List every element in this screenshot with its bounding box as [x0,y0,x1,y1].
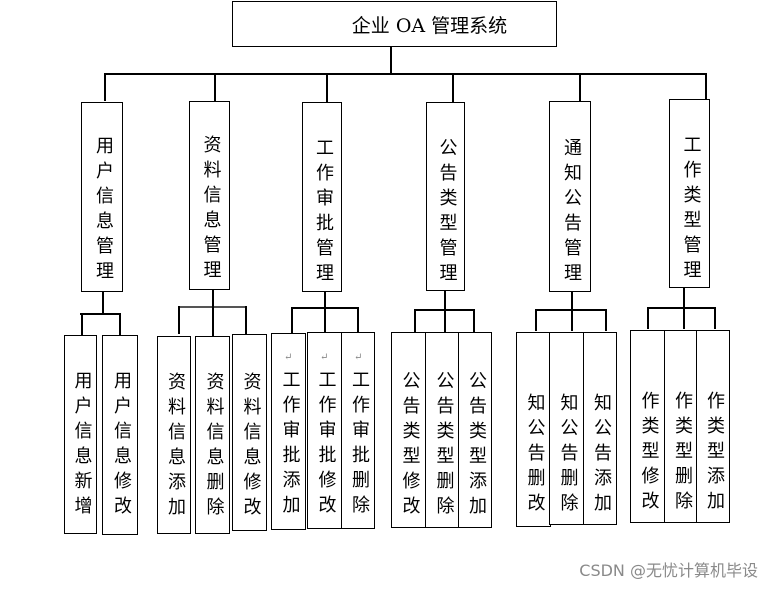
module-document-info: 资料信息管理 [189,101,230,290]
m1-c1 [81,313,83,335]
m2-c1 [178,306,180,334]
leaf-user-add: 用户信息新增 [64,335,97,534]
m2-drop [212,289,214,307]
return-mark-icon: ↵ [320,352,329,363]
leaf-approval-edit: ↵ 工作审批修改 [307,332,342,529]
m4-c1 [414,309,416,332]
module-label: 公告类型管理 [436,138,458,288]
m3-c3 [357,307,359,333]
leaf-label: 知公告删改 [524,393,546,518]
root-label: 企业 OA 管理系统 [351,14,508,37]
m1-drop [102,292,104,314]
leaf-notice-add: 知公告添加 [583,332,617,525]
module-notice: 通知公告管理 [549,101,591,292]
leaf-label: 用户信息修改 [111,371,132,521]
leaf-label: 公告类型添加 [466,371,487,521]
m2-bus [178,306,245,308]
m5-drop [571,291,573,309]
leaf-anntype-delete: 公告类型删除 [425,332,460,528]
m6-c1 [647,307,649,329]
m2-c2 [212,306,214,336]
m3-c2 [324,307,326,333]
m3-c1 [291,307,293,333]
m1-c2 [119,313,121,335]
leaf-label: 资料信息删除 [203,372,225,522]
connector-m1 [104,73,106,101]
root-connector [390,46,392,74]
leaf-worktype-add: 作类型添加 [696,330,730,523]
m6-bus [647,307,715,309]
module-label: 工作审批管理 [313,138,334,288]
m5-c2 [571,309,573,331]
module-announcement-type: 公告类型管理 [426,102,465,291]
m5-c1 [535,309,537,331]
connector-m6 [705,73,707,99]
connector-m3 [326,73,328,103]
leaf-doc-delete: 资料信息删除 [195,336,230,534]
leaf-notice-delete: 知公告删除 [549,332,584,525]
leaf-approval-delete: ↵ 工作审批删除 [341,332,375,529]
leaf-label: 资料信息添加 [165,372,186,522]
m4-c2 [444,309,446,332]
leaf-label: 公告类型删除 [433,371,455,521]
top-bus [104,73,707,75]
module-label: 工作类型管理 [680,135,702,285]
leaf-approval-add: ↵ 工作审批添加 [271,333,306,530]
m1-bus [80,313,120,315]
m6-drop [683,288,685,308]
m6-c3 [714,307,716,329]
m4-drop [444,290,446,309]
m5-bus [535,309,606,311]
module-user-info: 用户信息管理 [81,102,123,292]
leaf-anntype-add: 公告类型添加 [458,332,492,528]
m4-c3 [473,309,475,332]
leaf-label: 作类型修改 [638,391,660,516]
leaf-doc-add: 资料信息添加 [157,336,191,534]
leaf-label: 公告类型修改 [399,371,421,521]
watermark: CSDN @无忧计算机毕设 [579,561,758,580]
return-mark-icon: ↵ [284,352,293,363]
leaf-notice-edit: 知公告删改 [516,332,551,527]
leaf-label: 知公告删除 [557,393,579,518]
leaf-doc-edit: 资料信息修改 [232,334,267,531]
leaf-label: 作类型添加 [704,391,725,516]
m5-c3 [605,309,607,331]
leaf-label: 工作审批修改 [315,370,337,520]
connector-m4 [452,75,454,103]
m2-c3 [245,306,247,334]
root-node: 企业 OA 管理系统 [232,1,557,47]
leaf-label: 作类型删除 [672,391,693,516]
module-label: 资料信息管理 [200,135,222,285]
return-mark-icon: ↵ [354,352,363,363]
module-label: 通知公告管理 [561,138,582,288]
leaf-worktype-edit: 作类型修改 [630,330,665,523]
leaf-label: 资料信息修改 [240,372,262,522]
leaf-anntype-edit: 公告类型修改 [391,332,426,528]
m3-drop [324,291,326,308]
m6-c2 [683,307,685,329]
leaf-label: 用户信息新增 [71,371,93,521]
module-work-type: 工作类型管理 [669,99,710,288]
leaf-user-edit: 用户信息修改 [102,335,138,535]
connector-m5 [579,73,581,101]
leaf-label: 工作审批添加 [279,370,301,520]
leaf-label: 知公告添加 [591,393,612,518]
module-work-approval: 工作审批管理 [302,102,342,292]
leaf-worktype-delete: 作类型删除 [664,330,698,523]
connector-m2 [214,73,216,101]
module-label: 用户信息管理 [93,136,114,286]
leaf-label: 工作审批删除 [349,370,370,520]
